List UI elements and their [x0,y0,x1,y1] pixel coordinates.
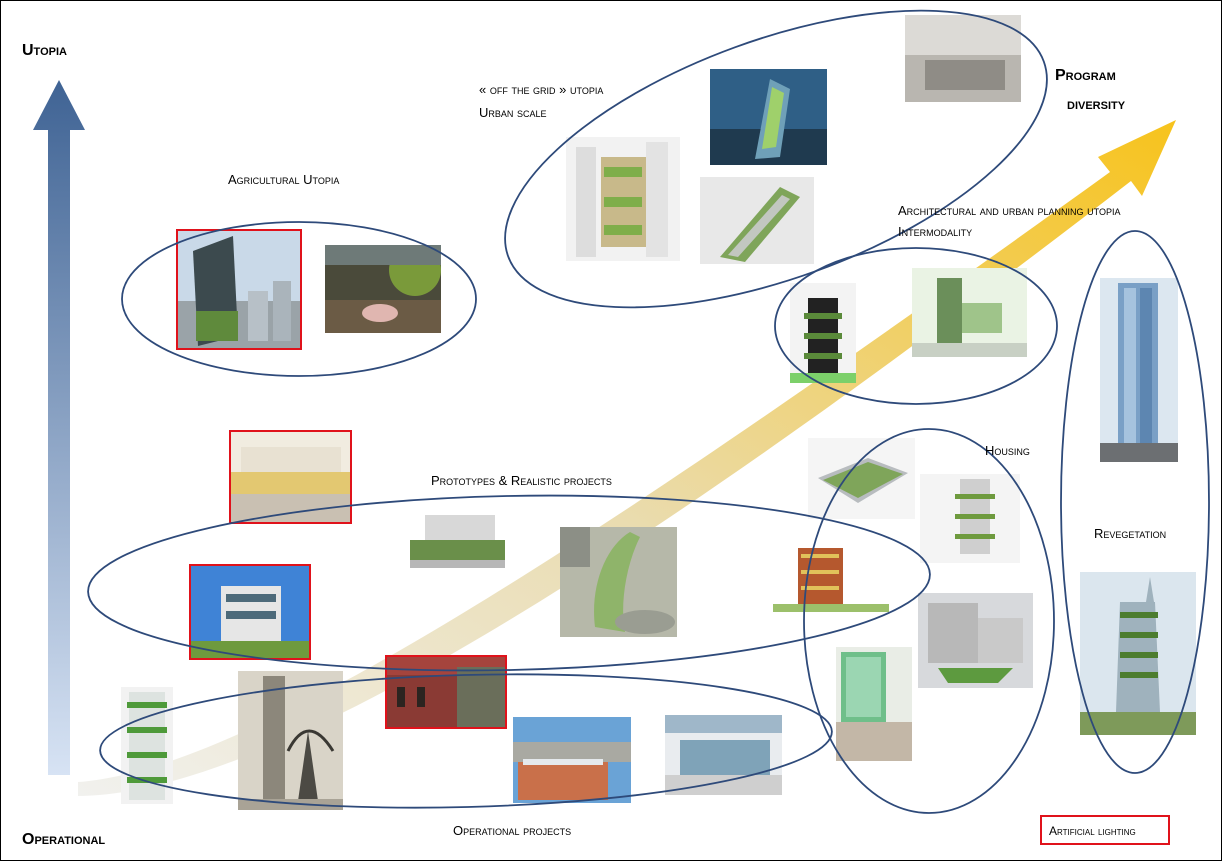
rooftop-farm-building-photo [405,505,510,572]
terraced-building-sketch-photo [700,177,814,264]
operational-axis-label: Operational [22,831,106,848]
agricultural-utopia-label: Agricultural Utopia [228,172,340,187]
stepped-terraces-photo [912,268,1027,357]
green-spire-tower-photo [1080,572,1196,735]
program-diversity-label-line1: Program [1055,67,1116,84]
rooftop-greenhouse-city-photo [513,717,631,803]
urban-scale-sketch-photo [566,137,680,261]
large-rooftop-greenhouse-photo [665,715,782,795]
urban-scale-label: Urban scale [479,105,547,120]
green-facade-housing-photo [836,647,912,761]
curved-facade-photo [560,527,677,637]
faded-city-photo [905,15,1021,102]
historic-tower-photo [238,671,343,810]
housing-complex-photo [808,438,915,519]
utopia-axis-label: Utopia [22,42,67,59]
operational-projects-label: Operational projects [453,823,572,838]
housing-tower-photo [920,474,1020,563]
housing-label: Housing [985,443,1030,458]
off-grid-utopia-label: « off the grid » utopia [479,82,604,97]
pig-greenhouse-photo [325,245,441,333]
office-building-photo [189,564,311,660]
vertical-farm-model-photo [121,687,173,804]
glass-tower-photo [1100,278,1178,462]
arch-urban-utopia-label: Architectural and urban planning utopia [898,203,1121,218]
retail-greenhouse-photo [229,430,352,524]
twisted-tower-photo [710,69,827,165]
stacked-tower-photo [790,283,856,383]
program-diversity-label-line2: diversity [1067,96,1126,113]
artificial-lighting-legend-label: Artificial lighting [1049,824,1136,838]
the-plant-facade-photo [385,655,507,729]
prototypes-label: Prototypes & Realistic projects [431,473,612,488]
artificial-lighting-legend: Artificial lighting [1040,815,1170,845]
brick-housing-photo [773,546,889,612]
courtyard-housing-photo [918,593,1033,688]
revegetation-label: Revegetation [1094,526,1167,541]
agri-tower-photo [176,229,302,350]
intermodality-label: Intermodality [898,224,973,239]
utopia-arrow [33,80,85,775]
